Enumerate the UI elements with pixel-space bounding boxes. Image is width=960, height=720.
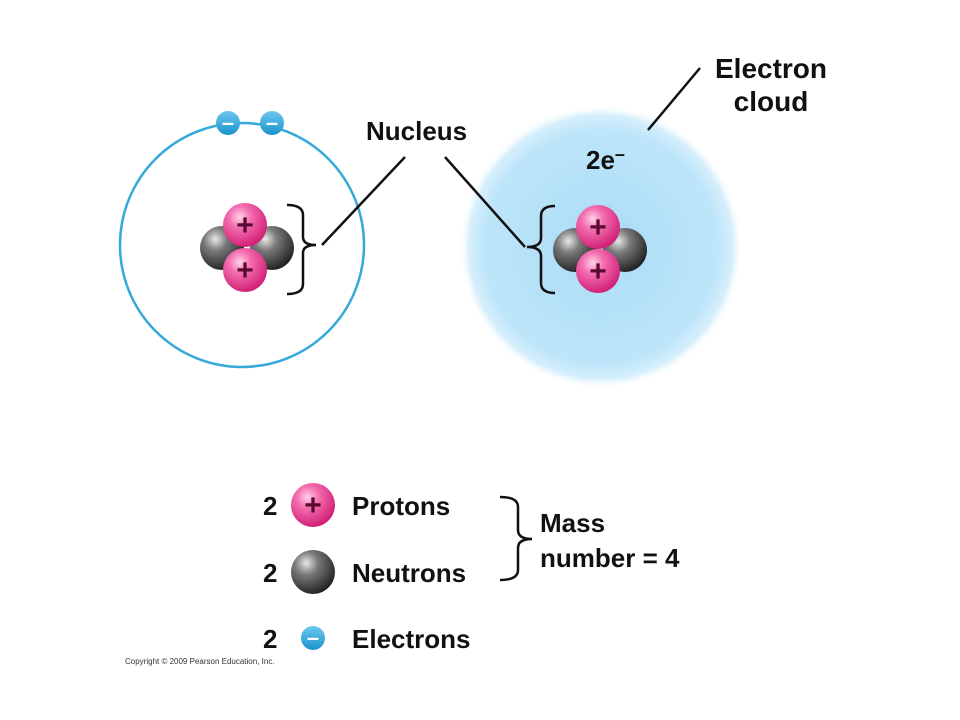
electron-particle: – [216,110,240,135]
legend-label: Electrons [352,624,471,654]
legend-row-protons: 2 + Protons [263,483,450,527]
legend-count: 2 [263,624,277,654]
proton-particle [576,249,620,293]
legend-label: Protons [352,491,450,521]
particle-legend: 2 + Protons 2 Neutrons 2 – Electrons Mas… [263,483,680,654]
mass-number-label: number = 4 [540,543,680,573]
nucleus-label: Nucleus [366,116,467,146]
legend-row-neutrons: 2 Neutrons [263,550,466,594]
nucleus-leader-left [321,156,406,246]
nucleus-leader-right [444,156,526,248]
electron-particle: – [260,110,284,135]
electron-sign: – [266,110,278,135]
proton-sign: + [589,255,607,288]
electron-sign: – [222,110,234,135]
electron-cloud-label: Electron [715,53,827,84]
proton-sign: + [236,209,254,242]
nucleus-bracket [286,203,317,296]
proton-sign: + [236,254,254,287]
cloud-model-atom: + + 2e– [459,105,743,389]
nucleus-bracket [526,204,556,295]
electron-sign: – [307,625,319,650]
electron-cloud-leader [647,67,701,131]
copyright-notice: Copyright © 2009 Pearson Education, Inc. [125,657,275,666]
legend-row-electrons: 2 – Electrons [263,624,471,654]
nucleus: + + [553,205,647,293]
proton-particle [223,248,267,292]
mass-number-label: Mass [540,508,605,538]
proton-sign: + [304,489,322,522]
electron-cloud-label: cloud [734,86,809,117]
mass-number-bracket [499,495,533,582]
electron-orbit [118,121,366,369]
proton-particle [223,203,267,247]
electron-count-label: 2e– [586,144,625,175]
proton-particle [291,483,335,527]
neutron-particle [291,550,335,594]
legend-count: 2 [263,491,277,521]
electron-particle [301,626,325,650]
legend-label: Neutrons [352,558,466,588]
proton-sign: + [589,211,607,244]
orbit-model-atom: – – + + [118,110,366,369]
legend-count: 2 [263,558,277,588]
proton-particle [576,205,620,249]
nucleus: + + [200,203,294,292]
